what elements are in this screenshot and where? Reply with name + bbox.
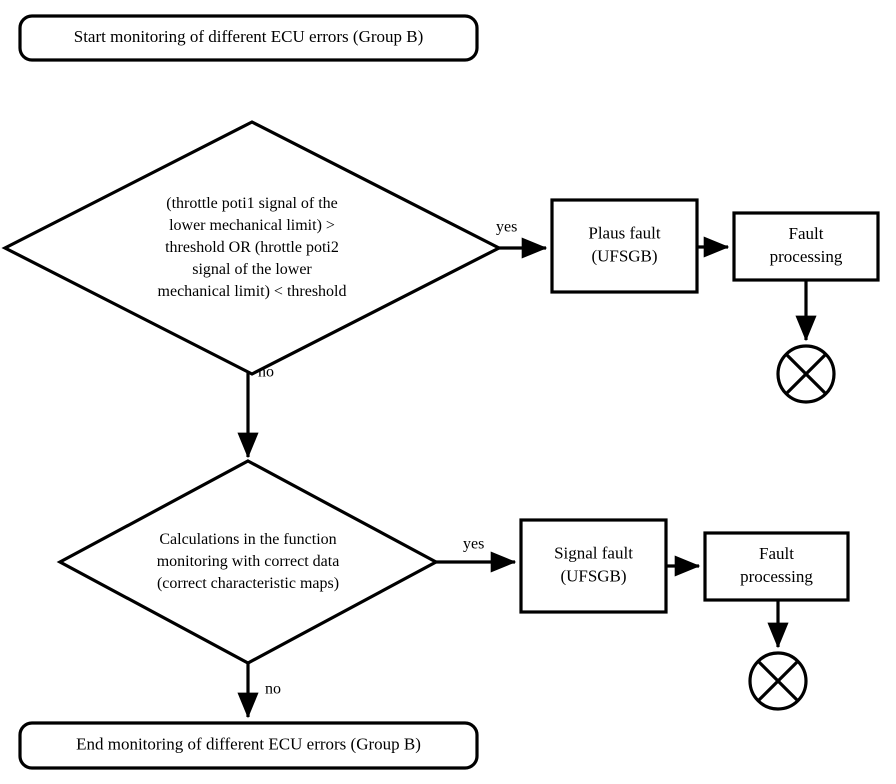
circle-x-icon-stroke-b	[757, 660, 799, 702]
end-circle-1[interactable]	[776, 344, 836, 404]
decision1-shape	[1, 120, 503, 376]
no-label-1: no	[258, 364, 274, 381]
start-terminator-shape	[18, 14, 479, 62]
end-circle-2[interactable]	[748, 651, 808, 711]
process-plaus-fault[interactable]: Plaus fault(UFSGB)	[550, 198, 699, 294]
start-terminator-label: Start monitoring of different ECU errors…	[74, 27, 424, 46]
plaus-fault-label: Plaus fault(UFSGB)	[588, 223, 661, 265]
end-terminator-shape	[18, 721, 479, 770]
signal-fault-label: Signal fault(UFSGB)	[554, 543, 633, 585]
signal-fault-shape	[519, 518, 668, 614]
end-terminator[interactable]: End monitoring of different ECU errors (…	[18, 721, 479, 770]
connectors	[237, 236, 817, 719]
circle-x-icon-stroke-b	[785, 353, 827, 395]
plaus-fault-shape	[550, 198, 699, 294]
decision2-shape	[56, 459, 440, 665]
process-signal-fault[interactable]: Signal fault(UFSGB)	[519, 518, 668, 614]
edge-labels: yes no yes no	[258, 219, 517, 698]
yes-label-1: yes	[496, 219, 517, 236]
no-label-2: no	[265, 681, 281, 698]
fault-processing-2-shape	[703, 531, 850, 602]
start-terminator[interactable]: Start monitoring of different ECU errors…	[18, 14, 479, 62]
fault-processing-1-shape	[732, 211, 880, 282]
yes-label-2: yes	[463, 536, 484, 553]
end-terminator-label: End monitoring of different ECU errors (…	[76, 734, 421, 753]
